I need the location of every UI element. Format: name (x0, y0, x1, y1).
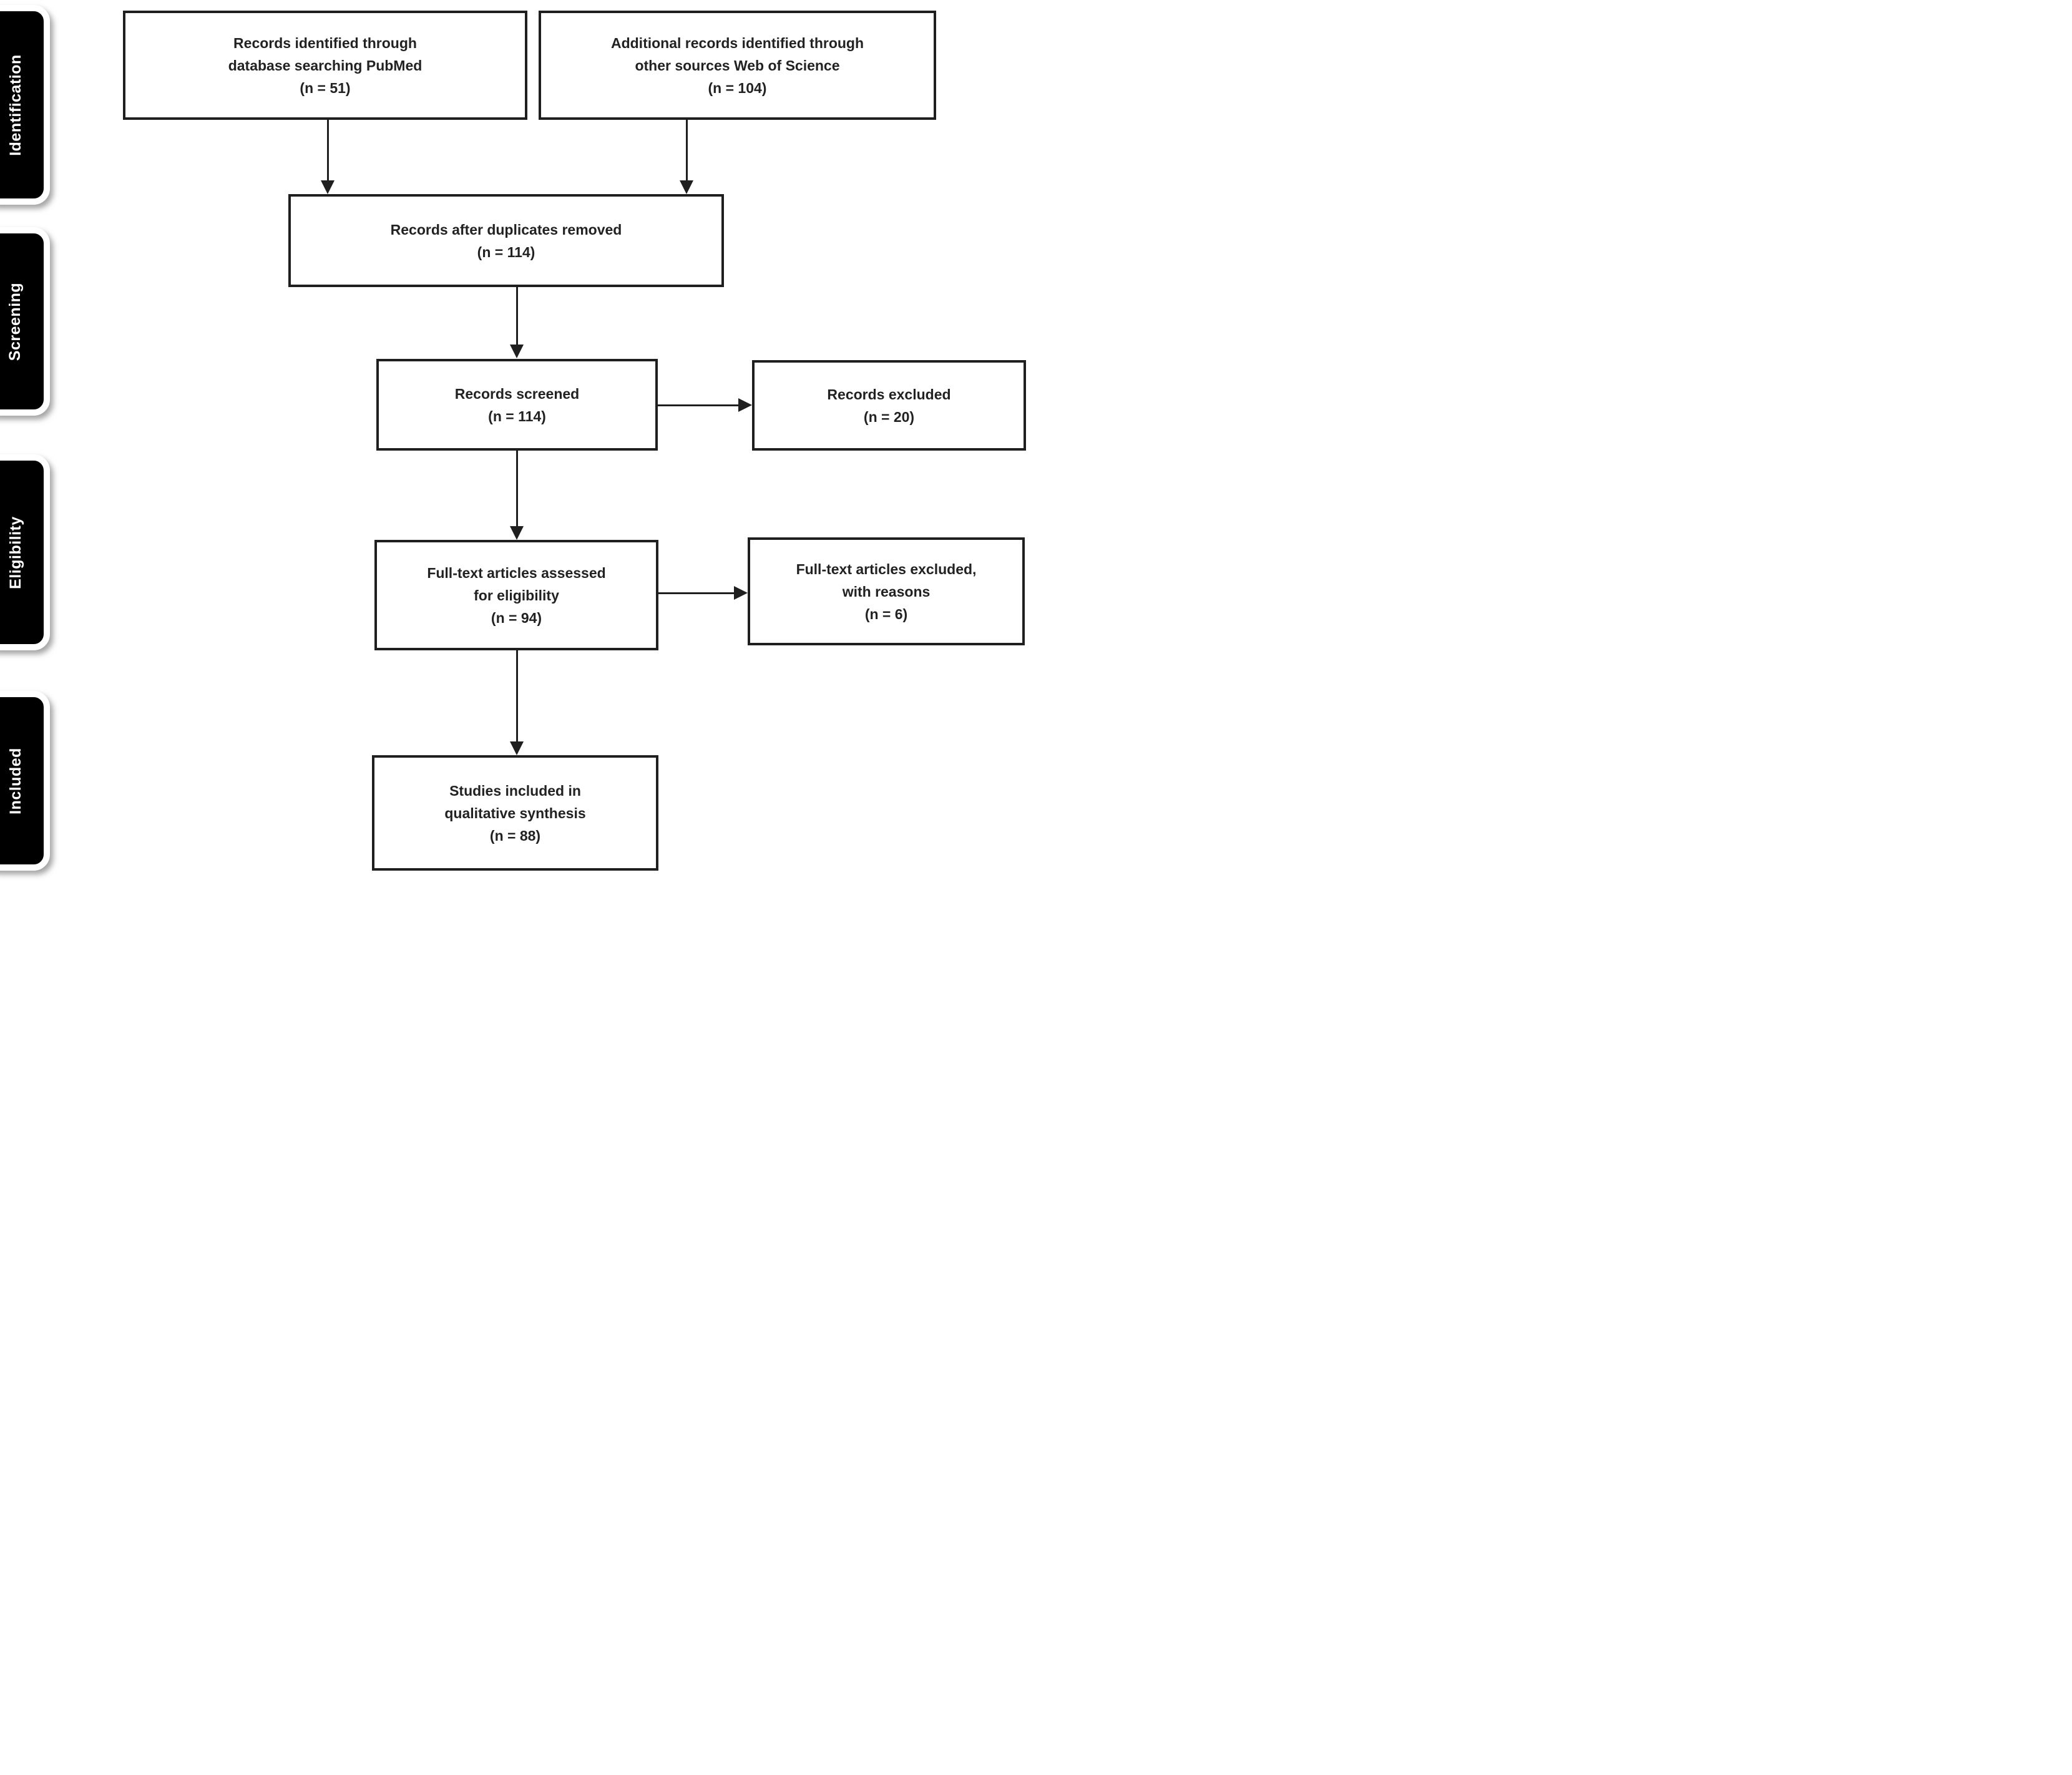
arrow-pubmed-to-duplicates-line (327, 120, 329, 182)
arrow-screened-to-excluded-head-icon (738, 398, 752, 412)
arrow-other-sources-to-duplicates-line (686, 120, 688, 182)
flow-box-records-screened: Records screened (n = 114) (376, 359, 658, 451)
flow-box-additional-records-other-sources: Additional records identified through ot… (539, 11, 936, 120)
stage-tab-included: Included (0, 691, 50, 871)
stage-label-included: Included (6, 747, 24, 814)
flow-box-fulltext-articles-excluded: Full-text articles excluded, with reason… (748, 537, 1025, 645)
flow-box-records-after-duplicates-removed: Records after duplicates removed (n = 11… (288, 194, 724, 287)
arrow-duplicates-to-screened-line (516, 287, 518, 346)
prisma-flow-diagram: Identification Screening Eligibility Inc… (0, 0, 1036, 888)
stage-label-identification: Identification (6, 54, 24, 156)
stage-tab-eligibility: Eligibility (0, 454, 50, 650)
arrow-duplicates-to-screened-head-icon (510, 345, 524, 358)
arrow-fulltext-to-included-head-icon (510, 741, 524, 755)
arrow-fulltext-to-excluded-head-icon (734, 586, 748, 600)
stage-tab-screening: Screening (0, 227, 50, 416)
flow-box-records-excluded: Records excluded (n = 20) (752, 360, 1026, 451)
arrow-other-sources-to-duplicates-head-icon (680, 180, 693, 194)
arrow-pubmed-to-duplicates-head-icon (321, 180, 335, 194)
stage-label-eligibility: Eligibility (6, 516, 24, 589)
arrow-screened-to-excluded-line (658, 404, 740, 406)
stage-label-screening: Screening (6, 282, 24, 361)
arrow-screened-to-fulltext-line (516, 451, 518, 527)
arrow-fulltext-to-included-line (516, 650, 518, 743)
flow-box-records-identified-pubmed: Records identified through database sear… (123, 11, 527, 120)
arrow-fulltext-to-excluded-line (658, 592, 735, 594)
stage-tab-identification: Identification (0, 5, 50, 205)
flow-box-studies-included-qualitative: Studies included in qualitative synthesi… (372, 755, 658, 871)
flow-box-fulltext-articles-assessed: Full-text articles assessed for eligibil… (374, 540, 658, 650)
arrow-screened-to-fulltext-head-icon (510, 526, 524, 540)
